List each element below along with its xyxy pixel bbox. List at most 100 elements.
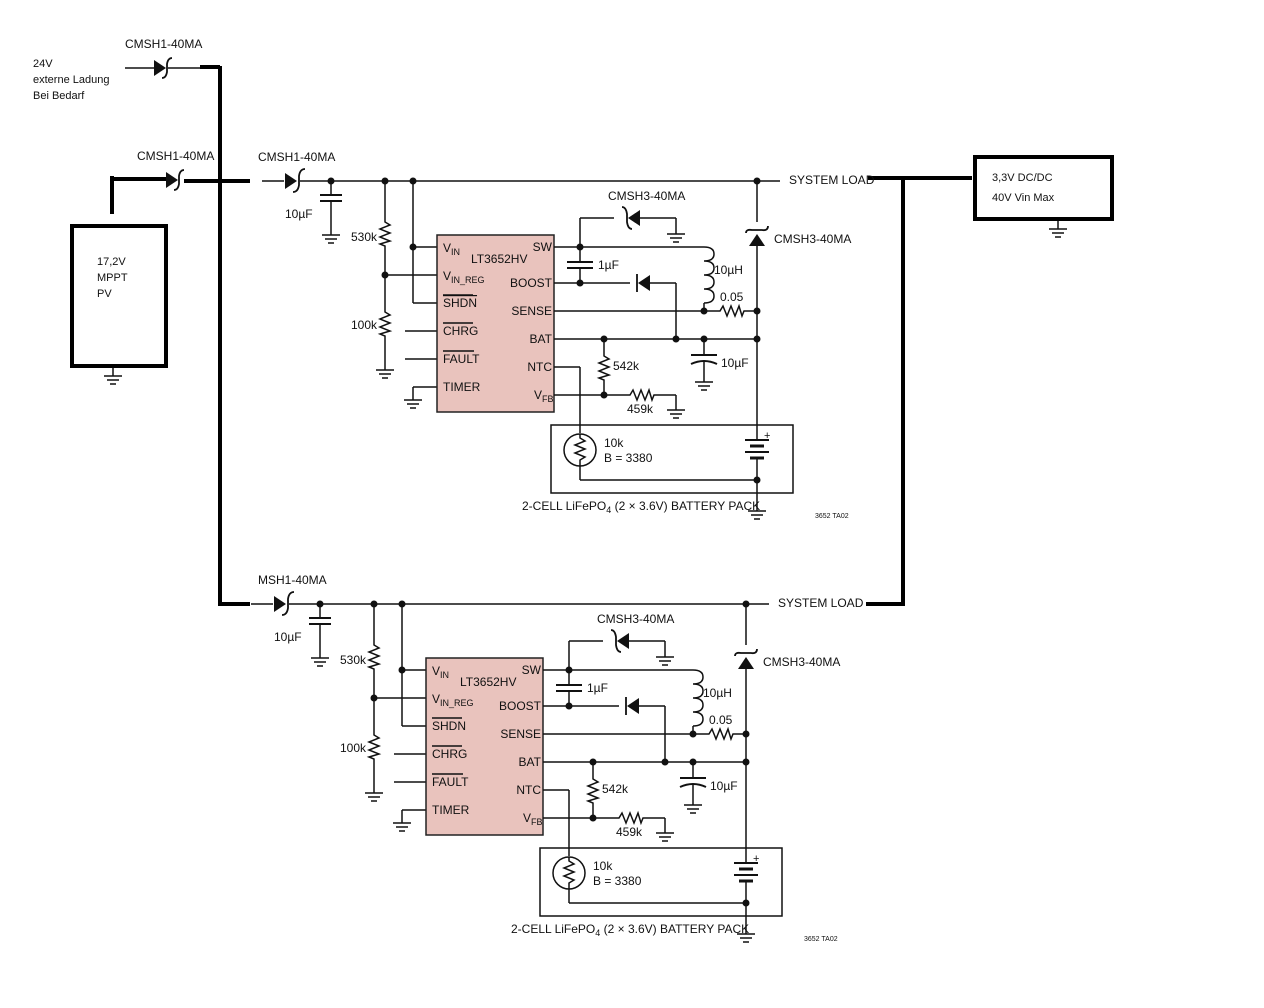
feedback-bottom-label: 459k [616,825,643,839]
input-cap-label: 10µF [285,207,313,221]
feedback-top-label: 542k [602,782,629,796]
pin-timer-label: TIMER [432,803,470,817]
dcdc-title: 3,3V DC/DC [992,172,1053,184]
inductor [703,246,715,304]
battery-cells: + [734,853,759,883]
pv-voltage-label: 17,2V [97,256,126,268]
input-schottky-diode [274,591,295,616]
feedback-bottom-label: 459k [627,402,654,416]
battery-pack-box [550,424,794,494]
pin-sw-label: SW [522,663,542,677]
battery-pack-label: 2-CELL LiFePO4 (2 × 3.6V) BATTERY PACK [511,922,749,938]
feedback-ground-icon [666,401,686,419]
charger-circuit-bottom: MSH1-40MA SYSTEM LOAD 10µF 530k 100k LT3… [251,573,864,943]
boost-schottky-diode [621,206,640,230]
external-on-demand-label: Bei Bedarf [33,90,85,102]
ntc-value-label: 10k [593,859,613,873]
system-load-schottky-diode [745,225,769,246]
pin-sense-label: SENSE [500,727,541,741]
pin-ntc-label: NTC [527,360,552,374]
ic-part-name: LT3652HV [460,675,516,689]
bat-cap-ground-icon [683,796,703,814]
timer-ground-icon [403,391,423,409]
pin-vinreg-label: VIN_REG [432,692,474,708]
pv-ground-icon [103,367,123,385]
divider-bottom-label: 100k [351,318,378,332]
figure-code: 3652 TA02 [815,513,849,520]
pv-schottky-diode [166,169,185,191]
dcdc-ground-icon [1048,220,1068,238]
dcdc-converter: 3,3V DC/DC 40V Vin Max [973,155,1114,238]
boost-diode-ground-icon [666,225,686,243]
external-diode-label: CMSH1-40MA [125,37,202,51]
ntc-beta-label: B = 3380 [604,451,653,465]
system-load-schottky-diode [734,648,758,669]
feedback-resistor-bottom [625,389,657,401]
pin-timer-label: TIMER [443,380,481,394]
pin-vfb-label: VFB [534,388,554,404]
pv-box [70,224,168,368]
external-voltage-label: 24V [33,58,53,70]
pin-shdn-label: SHDN [443,296,477,310]
boost-diode [636,274,650,292]
pin-bat-label: BAT [519,755,542,769]
feedback-resistor-bottom [614,812,646,824]
external-charge-source: 24V externe Ladung Bei Bedarf CMSH1-40MA [33,37,220,102]
svg-text:+: + [764,430,770,442]
pin-chrg-label: CHRG [443,324,478,338]
timer-ground-icon [392,814,412,832]
pin-vin-label: VIN [432,664,449,680]
pin-chrg-label: CHRG [432,747,467,761]
input-cap-ground-icon [310,649,330,667]
sense-resistor-label: 0.05 [720,290,744,304]
feedback-ground-icon [655,824,675,842]
boost-diode [625,697,639,715]
system-load-label: SYSTEM LOAD [778,596,864,610]
bat-cap-label: 10µF [710,779,738,793]
pv-mppt-label: MPPT [97,272,128,284]
charger-circuit-top: CMSH1-40MA SYSTEM LOAD 10µF 530k 100k [258,150,875,520]
boost-diode-label: CMSH3-40MA [597,612,674,626]
battery-pack-box [539,847,783,917]
ntc-value-label: 10k [604,436,624,450]
input-capacitor [319,180,343,216]
inductor [692,669,704,727]
pin-bat-label: BAT [530,332,553,346]
svg-text:+: + [753,853,759,865]
divider-ground-icon [364,784,384,802]
divider-ground-icon [375,361,395,379]
inductor-label: 10µH [714,263,743,277]
input-diode-label: MSH1-40MA [258,573,327,587]
pin-fault-label: FAULT [432,775,469,789]
input-schottky-diode [285,168,306,193]
pv-label: PV [97,288,112,300]
divider-top-label: 530k [340,653,367,667]
divider-resistor-bottom [379,307,391,339]
external-charge-label: externe Ladung [33,74,109,86]
boost-diode-ground-icon [655,648,675,666]
divider-resistor-bottom [368,730,380,762]
inductor-label: 10µH [703,686,732,700]
divider-bottom-label: 100k [340,741,367,755]
bat-cap-label: 10µF [721,356,749,370]
boost-diode-label: CMSH3-40MA [608,189,685,203]
pin-sw-label: SW [533,240,553,254]
battery-cells: + [745,430,770,460]
divider-top-label: 530k [351,230,378,244]
input-cap-ground-icon [321,226,341,244]
sense-resistor [715,305,747,317]
divider-resistor-top [368,640,380,672]
pv-source: 17,2V MPPT PV CMSH1-40MA [70,149,250,385]
pin-vfb-label: VFB [523,811,543,827]
ic-part-name: LT3652HV [471,252,527,266]
bat-cap-ground-icon [694,373,714,391]
system-diode-label: CMSH3-40MA [763,655,840,669]
boost-cap-label: 1µF [587,681,608,695]
boost-cap-label: 1µF [598,258,619,272]
pin-boost-label: BOOST [510,276,553,290]
sense-resistor [704,728,736,740]
pin-fault-label: FAULT [443,352,480,366]
figure-code: 3652 TA02 [804,936,838,943]
external-schottky-diode [154,57,173,79]
